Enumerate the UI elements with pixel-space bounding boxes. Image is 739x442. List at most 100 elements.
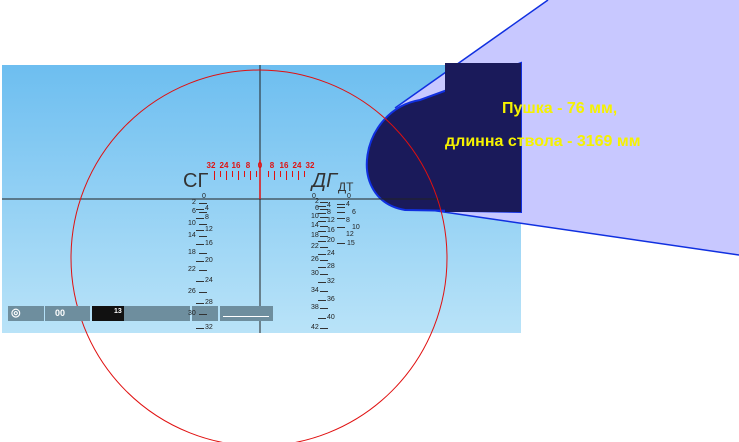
range-label: 0 (347, 193, 351, 200)
progress-bar (223, 316, 269, 317)
deflection-label: 8 (269, 161, 275, 170)
deflection-tick (280, 171, 281, 177)
range-tick (199, 212, 207, 213)
range-label: 16 (205, 240, 213, 247)
range-label: 34 (311, 287, 319, 294)
range-label: 22 (188, 266, 196, 273)
compass-icon: ◎ (11, 307, 21, 319)
range-tick (199, 224, 207, 225)
range-label: 2 (192, 199, 196, 206)
range-tick (320, 308, 328, 309)
range-label: 12 (346, 231, 354, 238)
range-label: 38 (311, 304, 319, 311)
range-tick (318, 267, 326, 268)
range-label: 24 (205, 277, 213, 284)
range-label: 28 (205, 299, 213, 306)
range-tick (318, 231, 326, 232)
deflection-tick (292, 171, 293, 177)
range-tick (196, 230, 204, 231)
range-label: 4 (327, 202, 331, 209)
range-tick (320, 247, 328, 248)
status-panel (192, 306, 218, 321)
range-tick (199, 314, 207, 315)
range-tick (337, 207, 345, 208)
range-label: 32 (205, 324, 213, 331)
deflection-label: 32 (206, 161, 216, 170)
deflection-tick (232, 171, 233, 177)
range-label: 14 (311, 222, 319, 229)
range-tick (199, 253, 207, 254)
range-tick (318, 213, 326, 214)
range-label: 30 (311, 270, 319, 277)
range-tick (318, 282, 326, 283)
range-tick (320, 291, 328, 292)
rangefinder-label: ДТ (338, 180, 354, 194)
range-tick (320, 328, 328, 329)
range-label: 26 (311, 256, 319, 263)
range-tick (320, 260, 328, 261)
range-tick (337, 212, 345, 213)
range-label: 20 (205, 257, 213, 264)
range-tick (196, 281, 204, 282)
deflection-tick (250, 171, 251, 180)
range-label: 32 (327, 278, 335, 285)
range-label: 10 (188, 220, 196, 227)
deflection-tick (274, 171, 275, 180)
deflection-tick (220, 171, 221, 177)
deflection-label: 0 (257, 161, 263, 170)
range-label: 6 (315, 205, 319, 212)
range-tick (318, 300, 326, 301)
speed-panel: 00 (45, 306, 90, 321)
range-label: 8 (327, 209, 331, 216)
range-label: 14 (188, 232, 196, 239)
range-tick (199, 270, 207, 271)
callout-line-2: длинна ствола - 3169 мм (445, 133, 641, 150)
range-label: 42 (311, 324, 319, 331)
speed-value: 00 (55, 308, 66, 318)
range-label: 40 (327, 314, 335, 321)
deflection-tick (298, 171, 299, 180)
range-tick (196, 218, 204, 219)
range-label: 28 (327, 263, 335, 270)
range-label: 8 (205, 214, 209, 221)
range-tick (320, 209, 328, 210)
range-tick (320, 236, 328, 237)
range-tick (196, 328, 204, 329)
range-label: 26 (188, 288, 196, 295)
ammo-panel: 13 (92, 306, 124, 321)
deflection-label: 24 (292, 161, 302, 170)
compass-panel: ◎ (8, 306, 44, 321)
deflection-tick (304, 171, 305, 177)
range-label: 4 (346, 201, 350, 208)
range-tick (318, 254, 326, 255)
range-label: 30 (188, 310, 196, 317)
deflection-tick (256, 171, 257, 177)
range-label: 6 (192, 208, 196, 215)
range-label: 10 (352, 224, 360, 231)
range-label: 10 (311, 213, 319, 220)
deflection-label: 16 (231, 161, 241, 170)
range-label: 8 (346, 217, 350, 224)
range-label: 4 (205, 205, 209, 212)
range-label: 2 (315, 198, 319, 205)
range-label: 18 (311, 232, 319, 239)
range-tick (196, 261, 204, 262)
range-tick (318, 206, 326, 207)
range-label: 36 (327, 296, 335, 303)
range-tick (337, 204, 345, 205)
deflection-label: 32 (305, 161, 315, 170)
range-tick (318, 241, 326, 242)
deflection-tick (214, 171, 215, 180)
range-tick (320, 202, 328, 203)
range-tick (199, 292, 207, 293)
range-label: 12 (205, 226, 213, 233)
range-label: 22 (311, 243, 319, 250)
range-label: 16 (327, 227, 335, 234)
right-bracket: ДГ (312, 170, 337, 192)
range-tick (196, 303, 204, 304)
deflection-tick (286, 171, 287, 180)
range-label: 0 (312, 193, 316, 200)
range-label: 0 (202, 193, 206, 200)
deflection-tick (226, 171, 227, 180)
